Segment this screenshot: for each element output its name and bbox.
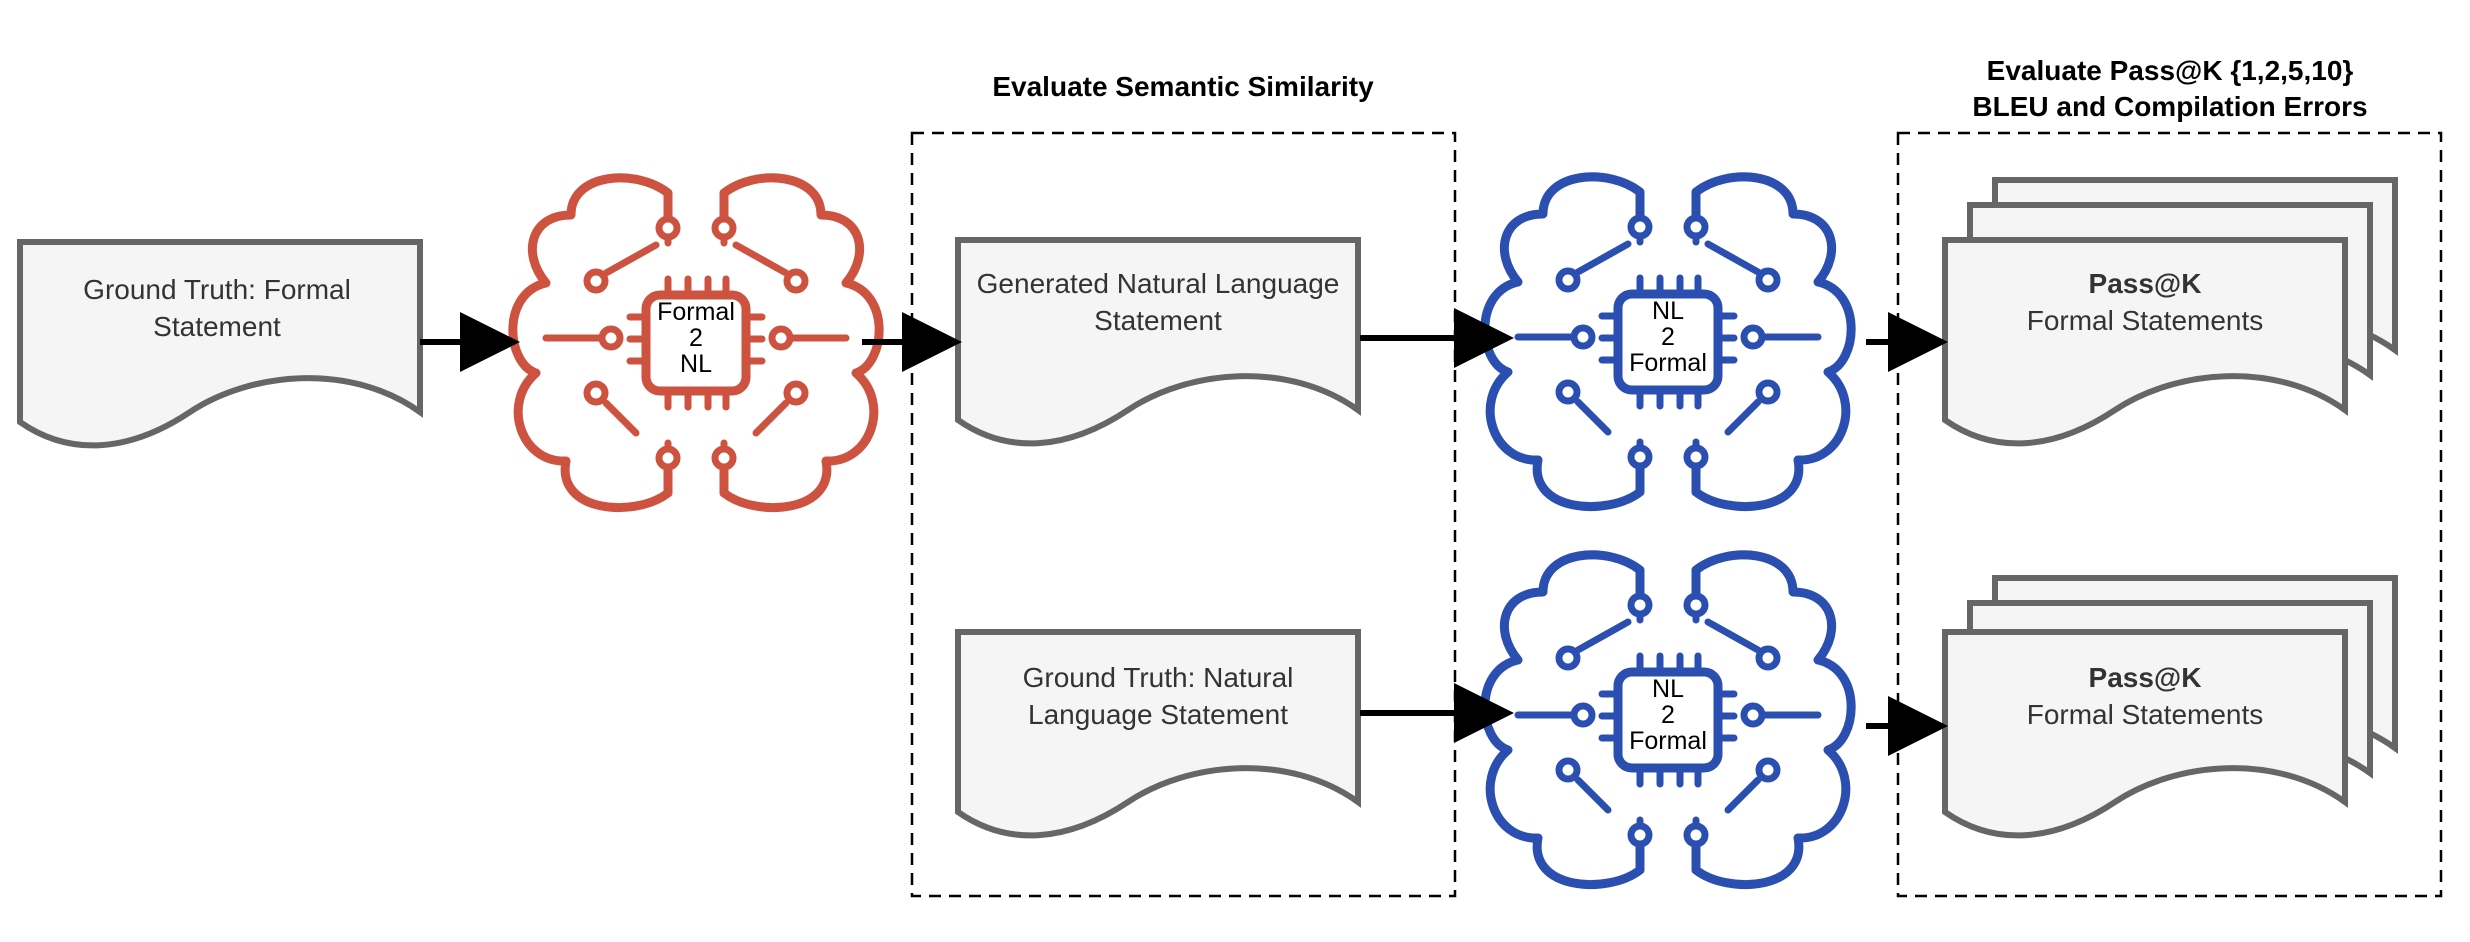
output-subtitle: Formal Statements bbox=[2027, 305, 2264, 336]
chip-line: Formal bbox=[1629, 727, 1707, 755]
chip-line: Formal bbox=[657, 298, 735, 326]
passk-output-stack-bottom: Pass@K Formal Statements bbox=[1945, 578, 2395, 835]
chip-line: 2 bbox=[1661, 701, 1675, 729]
chip-line: NL bbox=[1652, 675, 1684, 703]
doc-line: Statement bbox=[153, 311, 281, 342]
doc-line: Ground Truth: Natural bbox=[1023, 662, 1294, 693]
output-title: Pass@K bbox=[2089, 662, 2202, 693]
doc-line: Language Statement bbox=[1028, 699, 1288, 730]
chip-line: 2 bbox=[1661, 323, 1675, 351]
doc-line: Statement bbox=[1094, 305, 1222, 336]
nl2formal-model-icon-bottom: NL 2 Formal bbox=[1485, 555, 1851, 885]
flow-arrows bbox=[420, 308, 1948, 756]
nl2formal-model-icon-top: NL 2 Formal bbox=[1485, 177, 1851, 507]
passk-section-subtitle: BLEU and Compilation Errors bbox=[1972, 91, 2367, 122]
doc-line: Ground Truth: Formal bbox=[83, 274, 351, 305]
gt-nl-document: Ground Truth: Natural Language Statement bbox=[958, 632, 1358, 835]
chip-line: NL bbox=[680, 350, 712, 378]
generated-nl-document: Generated Natural Language Statement bbox=[958, 240, 1358, 443]
passk-output-stack-top: Pass@K Formal Statements bbox=[1945, 180, 2395, 443]
doc-line: Generated Natural Language bbox=[977, 268, 1340, 299]
chip-line: NL bbox=[1652, 297, 1684, 325]
semantic-similarity-region bbox=[910, 131, 1457, 898]
passk-section-title: Evaluate Pass@K {1,2,5,10} bbox=[1987, 55, 2354, 86]
chip-line: Formal bbox=[1629, 349, 1707, 377]
output-title: Pass@K bbox=[2089, 268, 2202, 299]
passk-evaluation-region bbox=[1896, 131, 2443, 898]
output-subtitle: Formal Statements bbox=[2027, 699, 2264, 730]
gt-formal-document: Ground Truth: Formal Statement bbox=[20, 242, 420, 445]
formal2nl-model-icon: Formal 2 NL bbox=[513, 178, 879, 508]
chip-line: 2 bbox=[689, 324, 703, 352]
semantic-section-title: Evaluate Semantic Similarity bbox=[992, 71, 1374, 102]
